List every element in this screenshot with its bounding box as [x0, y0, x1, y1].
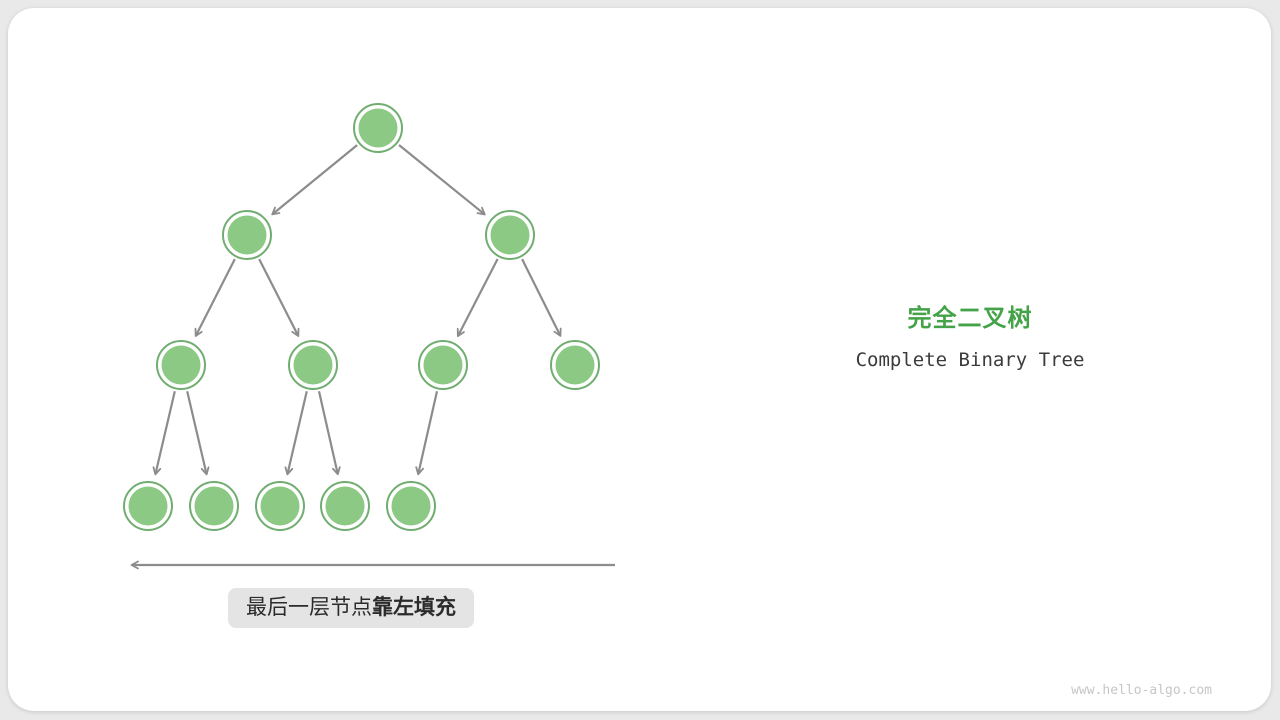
canvas-card — [8, 8, 1271, 711]
caption-bold: 靠左填充 — [372, 596, 456, 619]
watermark: www.hello-algo.com — [1071, 683, 1212, 698]
title-block: 完全二叉树 Complete Binary Tree — [760, 298, 1180, 371]
caption-prefix: 最后一层节点 — [246, 596, 372, 619]
caption-last-level: 最后一层节点靠左填充 — [228, 588, 474, 628]
title-chinese: 完全二叉树 — [907, 305, 1033, 332]
title-english: Complete Binary Tree — [855, 349, 1085, 371]
